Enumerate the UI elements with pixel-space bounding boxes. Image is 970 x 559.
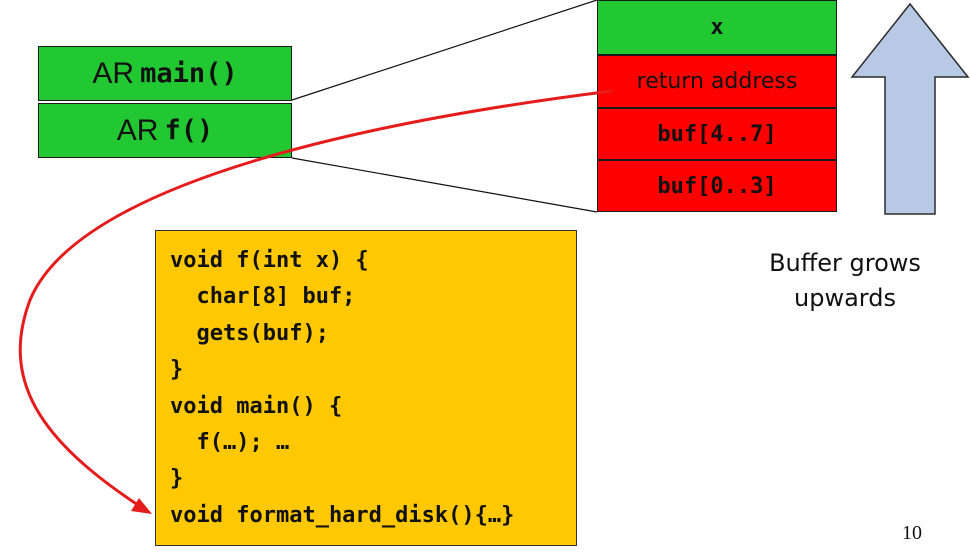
stack-slot-buf-low: buf[0..3] [597, 160, 837, 212]
connector-top [291, 0, 598, 101]
stack-slot-return-address-label: return address [636, 69, 798, 94]
connector-bottom [291, 157, 598, 213]
stack-slot-buf-high: buf[4..7] [597, 108, 837, 160]
page-number: 10 [902, 522, 922, 544]
ar-main-prefix: AR [92, 56, 135, 90]
stack-slot-buf-high-label: buf[4..7] [657, 121, 777, 147]
stack-slot-x-label: x [710, 15, 724, 40]
code-line: } [170, 357, 184, 383]
stack-slot-return-address: return address [597, 55, 837, 108]
code-line: void format_hard_disk(){…} [170, 502, 515, 528]
code-line: void f(int x) { [170, 248, 369, 273]
code-line: void main() { [170, 393, 343, 419]
caption: Buffer grows upwards [720, 246, 970, 316]
code-line: char[8] buf; [170, 284, 356, 310]
code-line: f(…); … [170, 430, 290, 456]
jump-arrow-head [131, 498, 152, 514]
ar-f-fn: f() [164, 115, 214, 146]
stack-slot-x: x [597, 0, 837, 55]
caption-line-2: upwards [794, 284, 896, 312]
ar-main-fn: main() [140, 58, 238, 89]
code-line: } [170, 466, 184, 492]
stack-slot-buf-low-label: buf[0..3] [657, 173, 777, 199]
up-arrow-icon [850, 2, 970, 215]
code-box: void f(int x) { char[8] buf; gets(buf); … [155, 230, 577, 546]
code-line: gets(buf); [170, 320, 329, 346]
caption-line-1: Buffer grows [769, 249, 921, 277]
ar-f-prefix: AR [116, 113, 159, 147]
